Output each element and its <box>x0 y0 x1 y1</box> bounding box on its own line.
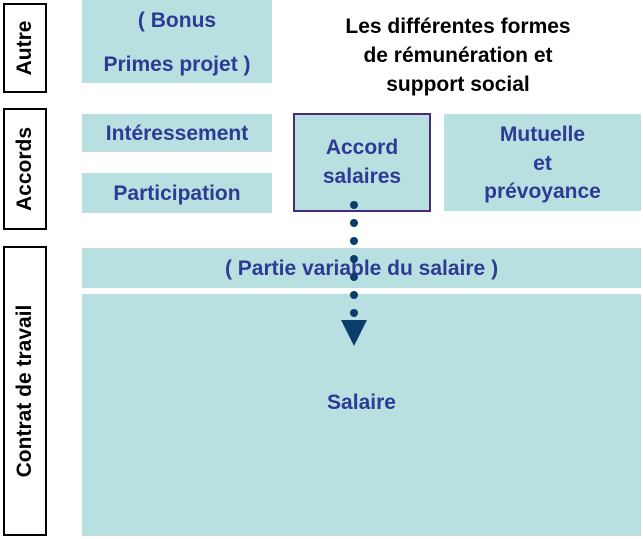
arrow-dot <box>350 219 358 227</box>
title-line-1: Les différentes formes <box>345 15 571 38</box>
partie-variable-box: ( Partie variable du salaire ) <box>82 248 641 288</box>
mutuelle-line-1: Mutuelle <box>499 123 586 146</box>
arrow-dot <box>350 201 358 209</box>
accord-salaires-line-2: salaires <box>322 165 402 188</box>
side-label-contrat: Contrat de travail <box>3 246 47 536</box>
title-line-3: support social <box>386 73 530 96</box>
salaire-label: Salaire <box>327 391 396 414</box>
accord-salaires-line-1: Accord <box>325 136 399 159</box>
accord-salaires-box: Accord salaires <box>293 113 431 212</box>
mutuelle-box: Mutuelle et prévoyance <box>444 114 641 211</box>
bonus-line-2: Primes projet ) <box>103 53 251 76</box>
arrow-dot <box>350 273 358 281</box>
interessement-label: Intéressement <box>105 122 249 145</box>
mutuelle-line-2: et <box>533 152 552 175</box>
interessement-box: Intéressement <box>82 114 272 152</box>
mutuelle-line-3: prévoyance <box>484 180 601 203</box>
participation-box: Participation <box>82 173 272 213</box>
bonus-box: ( Bonus Primes projet ) <box>82 0 272 83</box>
diagram-title: Les différentes formes de rémunération e… <box>300 12 616 99</box>
side-label-autre: Autre <box>3 3 47 93</box>
arrow-dot <box>350 309 358 317</box>
arrow-head <box>341 320 367 346</box>
side-label-accords: Accords <box>3 108 47 230</box>
arrow-dot <box>350 255 358 263</box>
salaire-box: Salaire <box>82 294 641 536</box>
arrow-dot <box>350 291 358 299</box>
title-line-2: de rémunération et <box>363 44 553 67</box>
bonus-line-1: ( Bonus <box>137 9 217 32</box>
partie-variable-label: ( Partie variable du salaire ) <box>224 257 499 280</box>
arrow-dot <box>350 237 358 245</box>
participation-label: Participation <box>113 182 241 205</box>
